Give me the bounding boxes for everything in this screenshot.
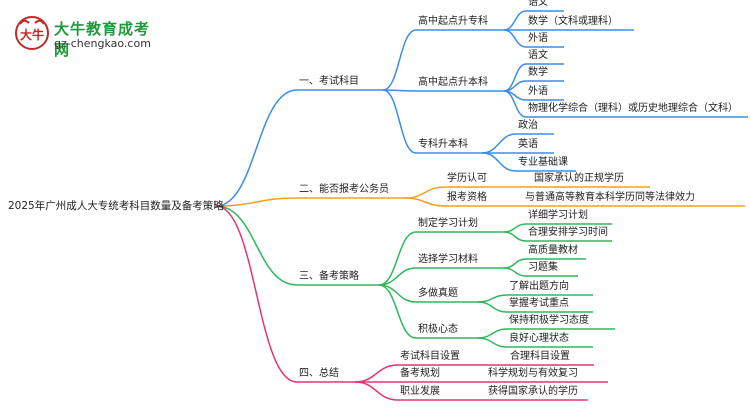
leaf-label: 保持积极学习态度 [509, 315, 589, 326]
subtopic-label: 考试科目设置 [400, 351, 460, 362]
branch-connector [215, 205, 298, 286]
leaf-label: 习题集 [528, 262, 558, 273]
subtopic-label: 专科升本科 [418, 139, 468, 150]
subtopic-label: 学历认可 [447, 173, 487, 184]
leaf-connector [503, 231, 527, 242]
leaf-connector [477, 337, 508, 348]
root-topic: 2025年广州成人大专统考科目数量及备考策略 [8, 200, 224, 212]
leaf-label: 合理科目设置 [510, 351, 570, 362]
leaf-connector [477, 294, 508, 303]
branch-connector [215, 197, 298, 207]
branch-label: 一、考试科目 [299, 76, 359, 87]
leaf-label: 高质量教材 [528, 245, 578, 256]
leaf-label: 物理化学综合（理科）或历史地理综合（文科） [528, 103, 738, 114]
logo: 大牛 大牛教育成考网 gz-chengkao.com [14, 14, 164, 59]
leaf-label: 了解出题方向 [509, 281, 569, 292]
leaf-connector [503, 29, 527, 48]
leaf-connector [481, 152, 517, 172]
leaf-label: 数学 [528, 67, 548, 78]
leaf-label: 掌握考试重点 [509, 298, 569, 309]
subtopic-connector [382, 29, 417, 91]
leaf-label: 英语 [518, 139, 538, 150]
leaf-label: 外语 [528, 33, 548, 44]
logo-url: gz-chengkao.com [54, 37, 151, 50]
leaf-label: 科学规划与有效复习 [488, 368, 578, 379]
leaf-connector [503, 223, 527, 233]
leaf-connector [503, 258, 527, 269]
logo-title: 大牛教育成考网 [54, 20, 151, 59]
leaf-connector [481, 133, 517, 154]
logo-mark-text: 大牛 [20, 27, 44, 42]
subtopic-connector [378, 284, 417, 339]
leaf-label: 语文 [528, 0, 548, 8]
branch-label: 四、总结 [299, 368, 339, 379]
leaf-connector [503, 10, 527, 31]
branch-connector [215, 89, 298, 207]
leaf-connector [477, 301, 508, 313]
leaf-label: 详细学习计划 [528, 210, 588, 221]
subtopic-connector [354, 364, 399, 383]
leaf-label: 外语 [528, 86, 548, 97]
leaf-label: 专业基础课 [518, 157, 568, 168]
leaf-connector [477, 328, 508, 339]
leaf-label: 政治 [518, 120, 538, 131]
subtopic-connector [354, 381, 399, 401]
leaf-label: 良好心理状态 [509, 333, 569, 344]
leaf-label: 数学（文科或理科） [528, 16, 618, 27]
subtopic-label: 高中起点升本科 [418, 77, 488, 88]
leaf-label: 国家承认的正规学历 [534, 173, 624, 184]
leaf-label: 语文 [528, 50, 548, 61]
leaf-label: 获得国家承认的学历 [488, 386, 578, 397]
subtopic-connector [382, 89, 417, 92]
leaf-label: 合理安排学习时间 [528, 227, 608, 238]
subtopic-label: 选择学习材料 [418, 254, 478, 265]
subtopic-connector [378, 267, 417, 286]
branch-label: 三、备考策略 [299, 271, 359, 282]
subtopic-label: 报考资格 [447, 192, 487, 203]
subtopic-connector [404, 186, 446, 199]
subtopic-connector [404, 197, 446, 207]
subtopic-label: 制定学习计划 [418, 218, 478, 229]
leaf-label: 与普通高等教育本科学历同等法律效力 [525, 192, 695, 203]
leaf-connector [503, 267, 527, 277]
leaf-connector [503, 90, 527, 118]
branch-label: 二、能否报考公务员 [299, 184, 389, 195]
subtopic-label: 积极心态 [418, 324, 458, 335]
subtopic-label: 多做真题 [418, 288, 458, 299]
subtopic-label: 职业发展 [400, 386, 440, 397]
subtopic-label: 备考规划 [400, 368, 440, 379]
subtopic-label: 高中起点升专科 [418, 16, 488, 27]
subtopic-connector [382, 89, 417, 154]
subtopic-connector [378, 231, 417, 286]
bull-logo-icon: 大牛 [15, 16, 49, 50]
branch-connector [215, 205, 298, 383]
